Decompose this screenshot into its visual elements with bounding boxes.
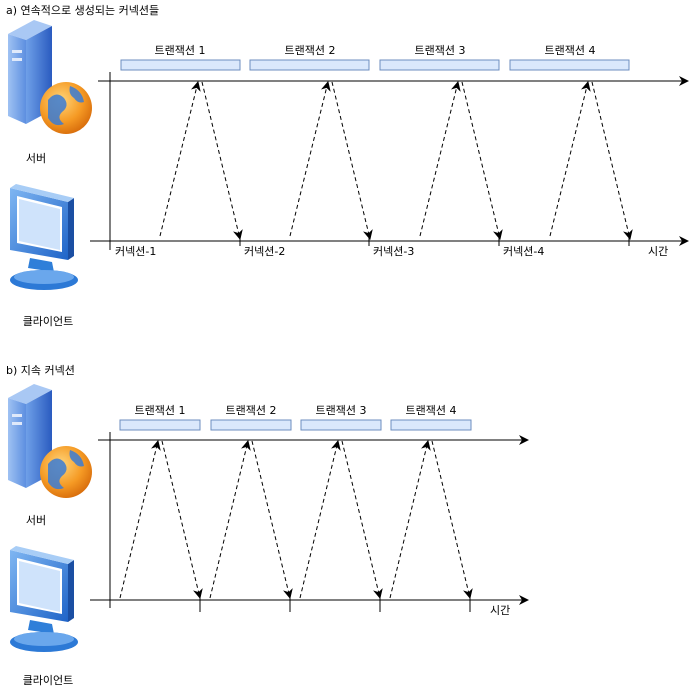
svg-text:트랜잭션 2: 트랜잭션 2	[285, 44, 336, 57]
svg-text:트랜잭션 4: 트랜잭션 4	[406, 404, 457, 417]
transaction-box: 트랜잭션 2	[249, 44, 370, 71]
desktop-monitor-icon	[10, 184, 78, 290]
section-a-title: a) 연속적으로 생성되는 커넥션들	[6, 4, 159, 17]
request-response-arrows	[159, 81, 633, 240]
server-globe-icon	[8, 20, 92, 134]
svg-text:트랜잭션 3: 트랜잭션 3	[415, 44, 466, 57]
transaction-box: 트랜잭션 4	[390, 404, 472, 431]
transaction-box: 트랜잭션 3	[379, 44, 500, 71]
client-label: 클라이언트	[23, 315, 74, 328]
svg-text:트랜잭션 1: 트랜잭션 1	[135, 404, 186, 417]
transaction-box: 트랜잭션 1	[120, 44, 241, 71]
server-label: 서버	[26, 514, 46, 527]
section-b-title: b) 지속 커넥션	[6, 364, 75, 377]
connection-label: 커넥션-2	[244, 245, 285, 258]
transaction-box: 트랜잭션 3	[300, 404, 382, 431]
svg-text:트랜잭션 4: 트랜잭션 4	[545, 44, 596, 57]
client-label: 클라이언트	[23, 674, 74, 687]
time-label: 시간	[490, 604, 510, 617]
server-label: 서버	[26, 152, 46, 165]
server-globe-icon	[8, 384, 92, 498]
connection-label: 커넥션-4	[503, 245, 544, 258]
time-label: 시간	[648, 245, 668, 258]
transaction-box: 트랜잭션 2	[210, 404, 292, 431]
connection-label: 커넥션-3	[373, 245, 414, 258]
svg-text:트랜잭션 3: 트랜잭션 3	[316, 404, 367, 417]
desktop-monitor-icon	[10, 546, 78, 652]
transaction-box: 트랜잭션 4	[509, 44, 630, 71]
connection-label: 커넥션-1	[115, 245, 156, 258]
transaction-box: 트랜잭션 1	[119, 404, 201, 431]
svg-text:트랜잭션 2: 트랜잭션 2	[226, 404, 277, 417]
svg-text:트랜잭션 1: 트랜잭션 1	[155, 44, 206, 57]
request-response-arrows	[119, 440, 473, 599]
